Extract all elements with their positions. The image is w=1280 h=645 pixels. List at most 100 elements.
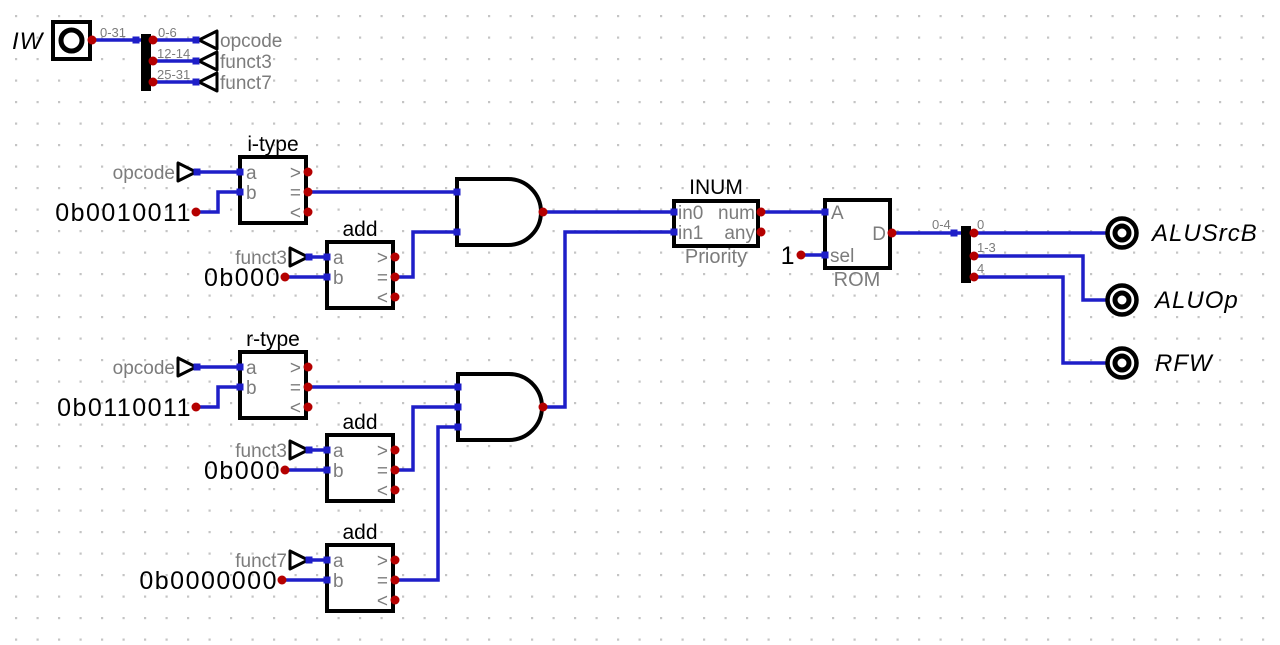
wire[interactable]	[973, 254, 1107, 302]
pin-in1-label: in1	[678, 223, 703, 244]
port-dot	[887, 228, 897, 238]
port-dot	[390, 465, 400, 475]
tunnel-opcode-sink[interactable]: opcode	[197, 29, 282, 52]
tunnel-label: funct3	[235, 441, 287, 462]
splitter-bus-range: 0-31	[100, 25, 126, 40]
output-pin-aluop[interactable]: ALUOp	[1105, 283, 1239, 317]
tunnel-funct3-sink[interactable]: funct3	[197, 50, 272, 73]
output-pin-alusrcb[interactable]: ALUSrcB	[1105, 216, 1258, 250]
wire[interactable]	[394, 405, 458, 472]
output-splitter[interactable]: 0-4 0 1-3 4	[932, 217, 996, 283]
constant-add-funct3-2[interactable]: 0b000	[204, 457, 281, 485]
tunnel-funct7-source[interactable]: funct7	[235, 549, 310, 572]
wire-node	[132, 36, 140, 44]
constant-value[interactable]: 0b000	[204, 457, 281, 485]
wire-node	[236, 363, 244, 371]
port-dot	[303, 382, 313, 392]
splitter-bar[interactable]	[141, 34, 151, 91]
port-dot	[303, 167, 313, 177]
pin-gt-label: >	[377, 441, 388, 462]
constant-value[interactable]: 0b0010011	[55, 199, 192, 227]
constant-value[interactable]: 0b0110011	[57, 394, 192, 422]
constant-value[interactable]: 1	[781, 242, 796, 270]
constant-value[interactable]: 0b0000000	[139, 567, 278, 595]
component-type-label: Priority	[685, 246, 747, 268]
port-dot	[191, 402, 201, 412]
comparator-body[interactable]	[325, 433, 395, 503]
output-pin-ring	[1112, 223, 1132, 243]
wire[interactable]	[973, 275, 1107, 365]
port-dot	[390, 555, 400, 565]
comparator-i-type[interactable]: i-type a b > = <	[238, 133, 308, 225]
constant-r-type-opcode[interactable]: 0b0110011	[57, 394, 192, 422]
comparator-add-1[interactable]: add a b > = <	[325, 218, 395, 310]
and-gate-rtype[interactable]	[456, 372, 544, 442]
port-dot	[390, 292, 400, 302]
port-dot	[148, 35, 158, 45]
wire-node	[454, 423, 462, 431]
tunnel-funct3-source-2[interactable]: funct3	[235, 439, 310, 462]
wire[interactable]	[394, 425, 458, 582]
pin-sel-label: sel	[830, 246, 854, 267]
priority-encoder-inum[interactable]: INUM in0 num in1 any Priority	[672, 176, 760, 268]
output-pin-label: ALUSrcB	[1150, 220, 1258, 247]
port-dot	[191, 207, 201, 217]
port-dot	[390, 485, 400, 495]
tunnel-icon[interactable]	[197, 29, 219, 51]
input-splitter[interactable]: 0-31 0-6 12-14 25-31	[100, 25, 190, 91]
wire[interactable]	[196, 385, 240, 409]
constant-add-funct3-1[interactable]: 0b000	[204, 264, 281, 292]
constant-rom-sel[interactable]: 1	[781, 242, 796, 270]
wire-node	[453, 188, 461, 196]
pin-a-label: a	[246, 163, 257, 184]
pin-a-label: a	[333, 248, 344, 269]
wire-node	[193, 168, 201, 176]
component-type-label: ROM	[834, 269, 881, 291]
tunnel-label: opcode	[113, 163, 175, 184]
component-title: i-type	[247, 133, 298, 156]
splitter-bar[interactable]	[961, 226, 971, 283]
tunnel-icon[interactable]	[288, 549, 310, 571]
pin-b-label: b	[246, 183, 257, 204]
pin-eq-label: =	[290, 378, 301, 399]
wire[interactable]	[196, 190, 240, 214]
wire[interactable]	[394, 230, 457, 279]
port-dot	[303, 207, 313, 217]
comparator-r-type[interactable]: r-type a b > = <	[238, 328, 308, 420]
wire-node	[454, 403, 462, 411]
comparator-add-2[interactable]: add a b > = <	[325, 411, 395, 503]
tunnel-opcode-source-1[interactable]: opcode	[113, 161, 198, 184]
tunnel-funct7-sink[interactable]: funct7	[197, 71, 272, 94]
output-pin-ring	[1112, 353, 1132, 373]
port-dot	[148, 56, 158, 66]
constant-i-type-opcode[interactable]: 0b0010011	[55, 199, 192, 227]
comparator-add-3[interactable]: add a b > = <	[325, 521, 395, 613]
tunnel-icon[interactable]	[176, 161, 198, 183]
tunnel-icon[interactable]	[288, 246, 310, 268]
tunnel-icon[interactable]	[197, 50, 219, 72]
and-gate-itype[interactable]	[455, 177, 543, 247]
pin-A-label: A	[831, 203, 844, 224]
rom-body[interactable]	[823, 198, 892, 270]
comparator-body[interactable]	[238, 350, 308, 420]
rom[interactable]: A sel D ROM	[823, 198, 892, 291]
constant-add-funct7[interactable]: 0b0000000	[139, 567, 278, 595]
constant-value[interactable]: 0b000	[204, 264, 281, 292]
splitter-branch-range: 25-31	[157, 67, 190, 82]
wire-node	[323, 253, 331, 261]
splitter-branch-range: 0-6	[158, 25, 177, 40]
port-dot	[280, 272, 290, 282]
wire-node	[323, 466, 331, 474]
input-pin-iw[interactable]: IW	[12, 20, 92, 61]
tunnel-icon[interactable]	[176, 356, 198, 378]
tunnel-opcode-source-2[interactable]: opcode	[113, 356, 198, 379]
wire[interactable]	[543, 230, 674, 409]
wire-node	[821, 251, 829, 259]
priority-encoder-body[interactable]	[672, 199, 760, 248]
tunnel-icon[interactable]	[288, 439, 310, 461]
tunnel-icon[interactable]	[197, 71, 219, 93]
input-pin-ring	[58, 27, 85, 54]
output-pin-rfw[interactable]: RFW	[1105, 346, 1214, 380]
tunnel-funct3-source-1[interactable]: funct3	[235, 246, 310, 269]
